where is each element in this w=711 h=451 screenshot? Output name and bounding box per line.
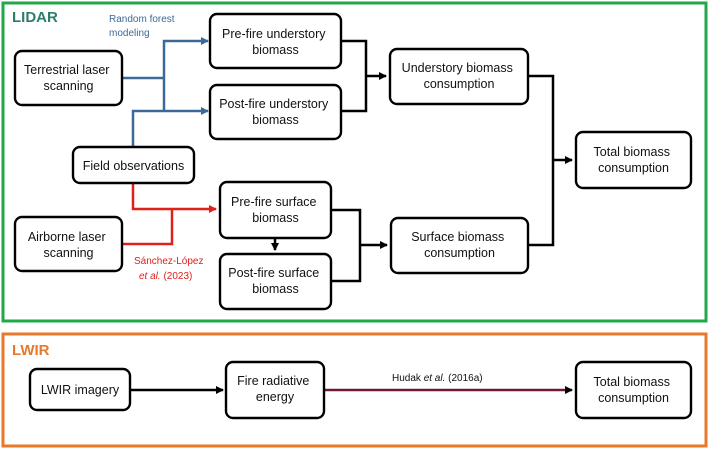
surface-consumption-box: Surface biomass consumption — [389, 216, 530, 275]
random-forest-note: Random forest modeling — [109, 14, 177, 39]
svg-text:LWIR imagery: LWIR imagery — [41, 383, 120, 397]
lwir-total-consumption-box: Total biomass consumption — [574, 360, 693, 420]
airborne-laser-scanning-box: Airborne laser scanning — [13, 215, 124, 273]
svg-text:Pre-fire surface biomass: Pre-fire surface biomass — [231, 195, 320, 225]
post-fire-surface-box: Post-fire surface biomass — [218, 252, 333, 311]
fire-radiative-energy-box: Fire radiative energy — [224, 360, 326, 420]
pre-fire-surface-box: Pre-fire surface biomass — [218, 180, 333, 240]
svg-text:Total biomass consumptio: Total biomass consumption — [594, 145, 674, 175]
sanchez-lopez-connectors — [122, 183, 217, 246]
pre-fire-understory-box: Pre-fire understory biomass — [208, 12, 343, 70]
total-consumption-box: Total biomass consumption — [574, 130, 693, 190]
post-fire-understory-box: Post-fire understory biomass — [208, 83, 343, 141]
sanchez-lopez-note: Sánchez-López — [134, 256, 204, 267]
terrestrial-laser-scanning-box: Terrestrial laser scanning — [13, 49, 124, 107]
consumption-connectors — [271, 39, 573, 283]
lwir-imagery-box: LWIR imagery — [28, 367, 132, 412]
svg-text:Terrestrial laser scanni: Terrestrial laser scanning — [24, 63, 113, 93]
field-observations-box: Field observations — [71, 145, 196, 185]
lidar-frame — [1, 1, 708, 323]
sanchez-lopez-note-year: et al. (2023) — [139, 271, 192, 282]
random-forest-connectors — [122, 37, 209, 147]
svg-text:Airborne laser scanning: Airborne laser scanning — [28, 230, 109, 260]
lwir-title: LWIR — [12, 342, 50, 359]
svg-text:Fire radiative energy: Fire radiative energy — [237, 374, 313, 404]
understory-consumption-box: Understory biomass consumption — [388, 47, 530, 106]
svg-text:Post-fire understory bio: Post-fire understory biomass — [219, 97, 332, 127]
svg-text:Surface biomass consumpt: Surface biomass consumption — [411, 230, 508, 260]
lwir-frame — [1, 332, 708, 448]
lidar-title: LIDAR — [12, 9, 58, 26]
svg-text:Field observations: Field observations — [83, 159, 184, 173]
hudak-note: Hudak et al. (2016a) — [392, 373, 483, 384]
svg-text:Understory biomass consu: Understory biomass consumption — [402, 61, 517, 91]
svg-text:Total biomass consumptio: Total biomass consumption — [594, 375, 674, 405]
svg-text:Post-fire surface biomas: Post-fire surface biomass — [228, 266, 323, 296]
svg-text:Pre-fire understory biom: Pre-fire understory biomass — [222, 27, 329, 57]
